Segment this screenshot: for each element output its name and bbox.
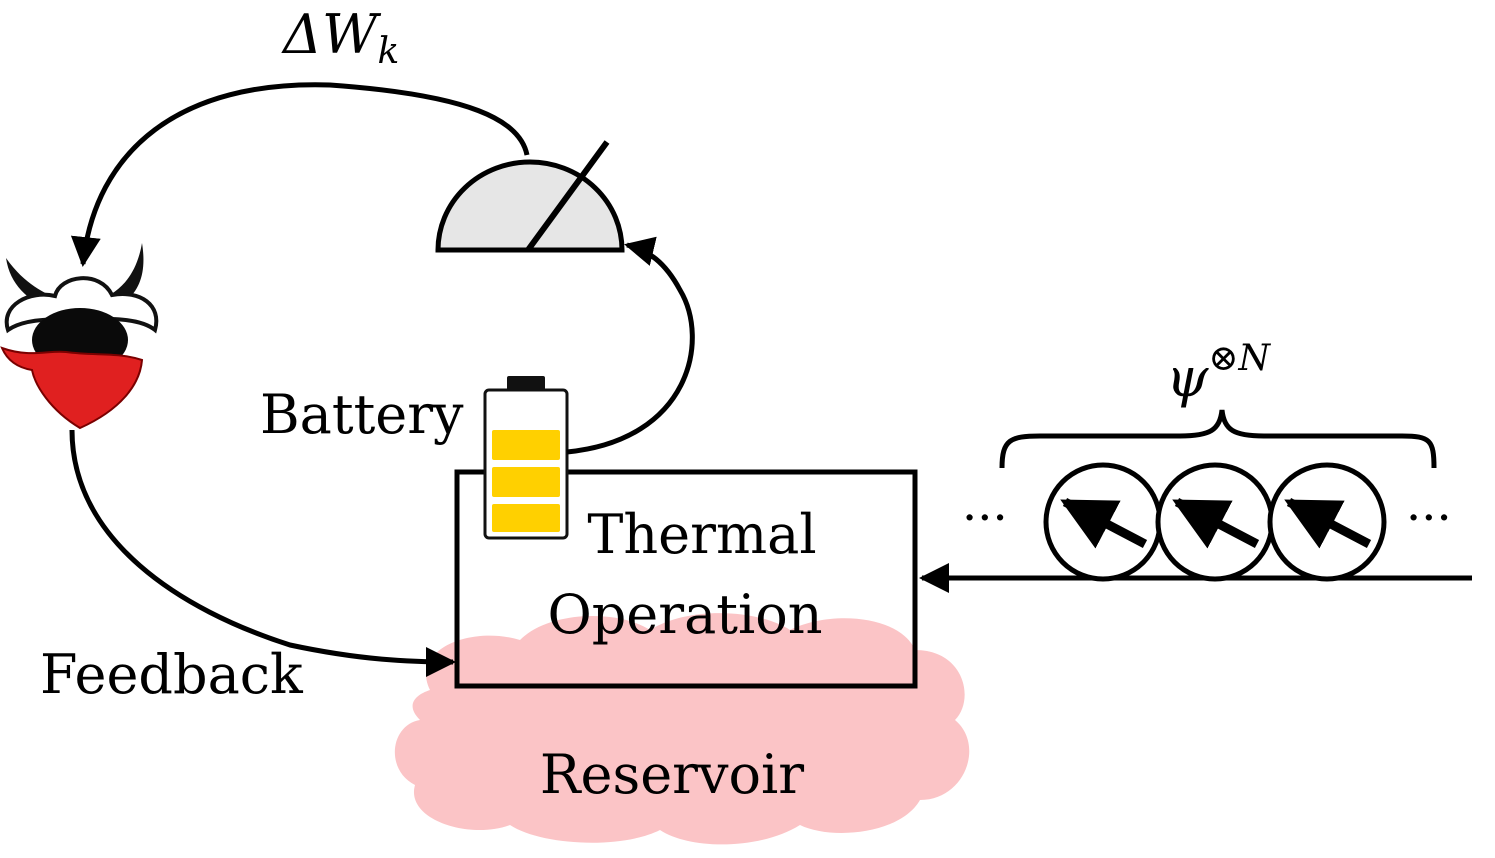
work-label: ΔWk <box>281 3 399 72</box>
thermal-operation-box <box>454 469 918 689</box>
qubit-3 <box>1267 462 1387 582</box>
dots-right: ··· <box>1406 490 1452 546</box>
work-symbol: ΔW <box>281 3 382 66</box>
feedback-label: Feedback <box>40 643 304 706</box>
battery-icon <box>483 376 569 540</box>
reservoir-label: Reservoir <box>540 743 804 806</box>
box-label-line1: Thermal <box>587 503 816 566</box>
qubit-1 <box>1043 462 1163 582</box>
work-subscript: k <box>378 31 400 72</box>
measurement-arrow <box>566 236 695 455</box>
state-symbol: ψ <box>1166 346 1209 409</box>
reservoir-cloud <box>394 613 970 845</box>
dots-left: ··· <box>962 490 1008 546</box>
work-extraction-arrow <box>70 82 530 267</box>
feedback-arrow <box>69 429 456 677</box>
qubit-2 <box>1155 462 1275 582</box>
spin-arrow-icon <box>1284 498 1372 549</box>
bandit-devil-icon <box>0 243 159 430</box>
state-label: ψ⊗N <box>1166 338 1272 409</box>
qubit-brace <box>999 409 1437 469</box>
spin-arrow-icon <box>1060 498 1148 549</box>
battery-label: Battery <box>260 383 464 446</box>
measurement-meter-icon <box>435 140 625 253</box>
spin-arrow-icon <box>1172 498 1260 549</box>
qubit-chain <box>1043 462 1387 582</box>
state-power: ⊗N <box>1208 338 1271 379</box>
box-label-line2: Operation <box>547 583 822 646</box>
